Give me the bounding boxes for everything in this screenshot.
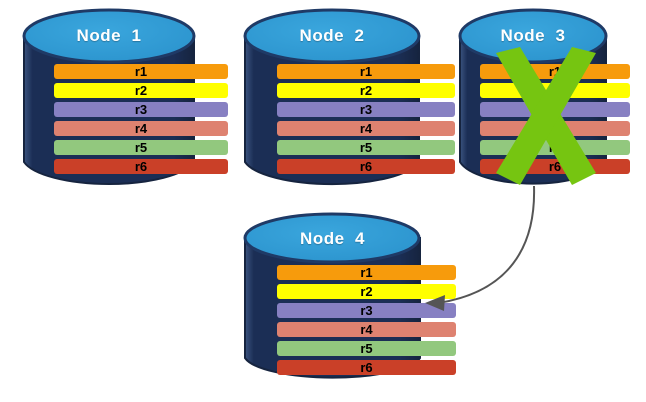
- node-2-row-r1[interactable]: r1: [277, 64, 455, 79]
- node-1-rows: r1 r2 r3 r4 r5 r6: [22, 64, 260, 174]
- node-4-row-r3[interactable]: r3: [277, 303, 456, 318]
- node-2-row-r6[interactable]: r6: [277, 159, 455, 174]
- node-1-row-r5[interactable]: r5: [54, 140, 228, 155]
- node-1-row-r3[interactable]: r3: [54, 102, 228, 117]
- node-2-row-r3[interactable]: r3: [277, 102, 455, 117]
- node-2[interactable]: Node 2 r1 r2 r3 r4 r5 r6: [243, 8, 455, 190]
- node-1-row-r6[interactable]: r6: [54, 159, 228, 174]
- node-4[interactable]: Node 4 r1 r2 r3 r4 r5 r6: [243, 212, 456, 384]
- node-1-row-r1[interactable]: r1: [54, 64, 228, 79]
- node-4-row-r5[interactable]: r5: [277, 341, 456, 356]
- node-2-row-r5[interactable]: r5: [277, 140, 455, 155]
- node-2-row-r2[interactable]: r2: [277, 83, 455, 98]
- node-2-row-r4[interactable]: r4: [277, 121, 455, 136]
- node-1-row-r4[interactable]: r4: [54, 121, 228, 136]
- node-4-row-r6[interactable]: r6: [277, 360, 456, 375]
- node-2-rows: r1 r2 r3 r4 r5 r6: [243, 64, 489, 174]
- node-4-row-r1[interactable]: r1: [277, 265, 456, 280]
- node-1-row-r2[interactable]: r2: [54, 83, 228, 98]
- node-4-row-r4[interactable]: r4: [277, 322, 456, 337]
- node-4-row-r2[interactable]: r2: [277, 284, 456, 299]
- node-4-rows: r1 r2 r3 r4 r5 r6: [243, 265, 490, 375]
- node-1[interactable]: Node 1 r1 r2 r3 r4 r5 r6: [22, 8, 228, 190]
